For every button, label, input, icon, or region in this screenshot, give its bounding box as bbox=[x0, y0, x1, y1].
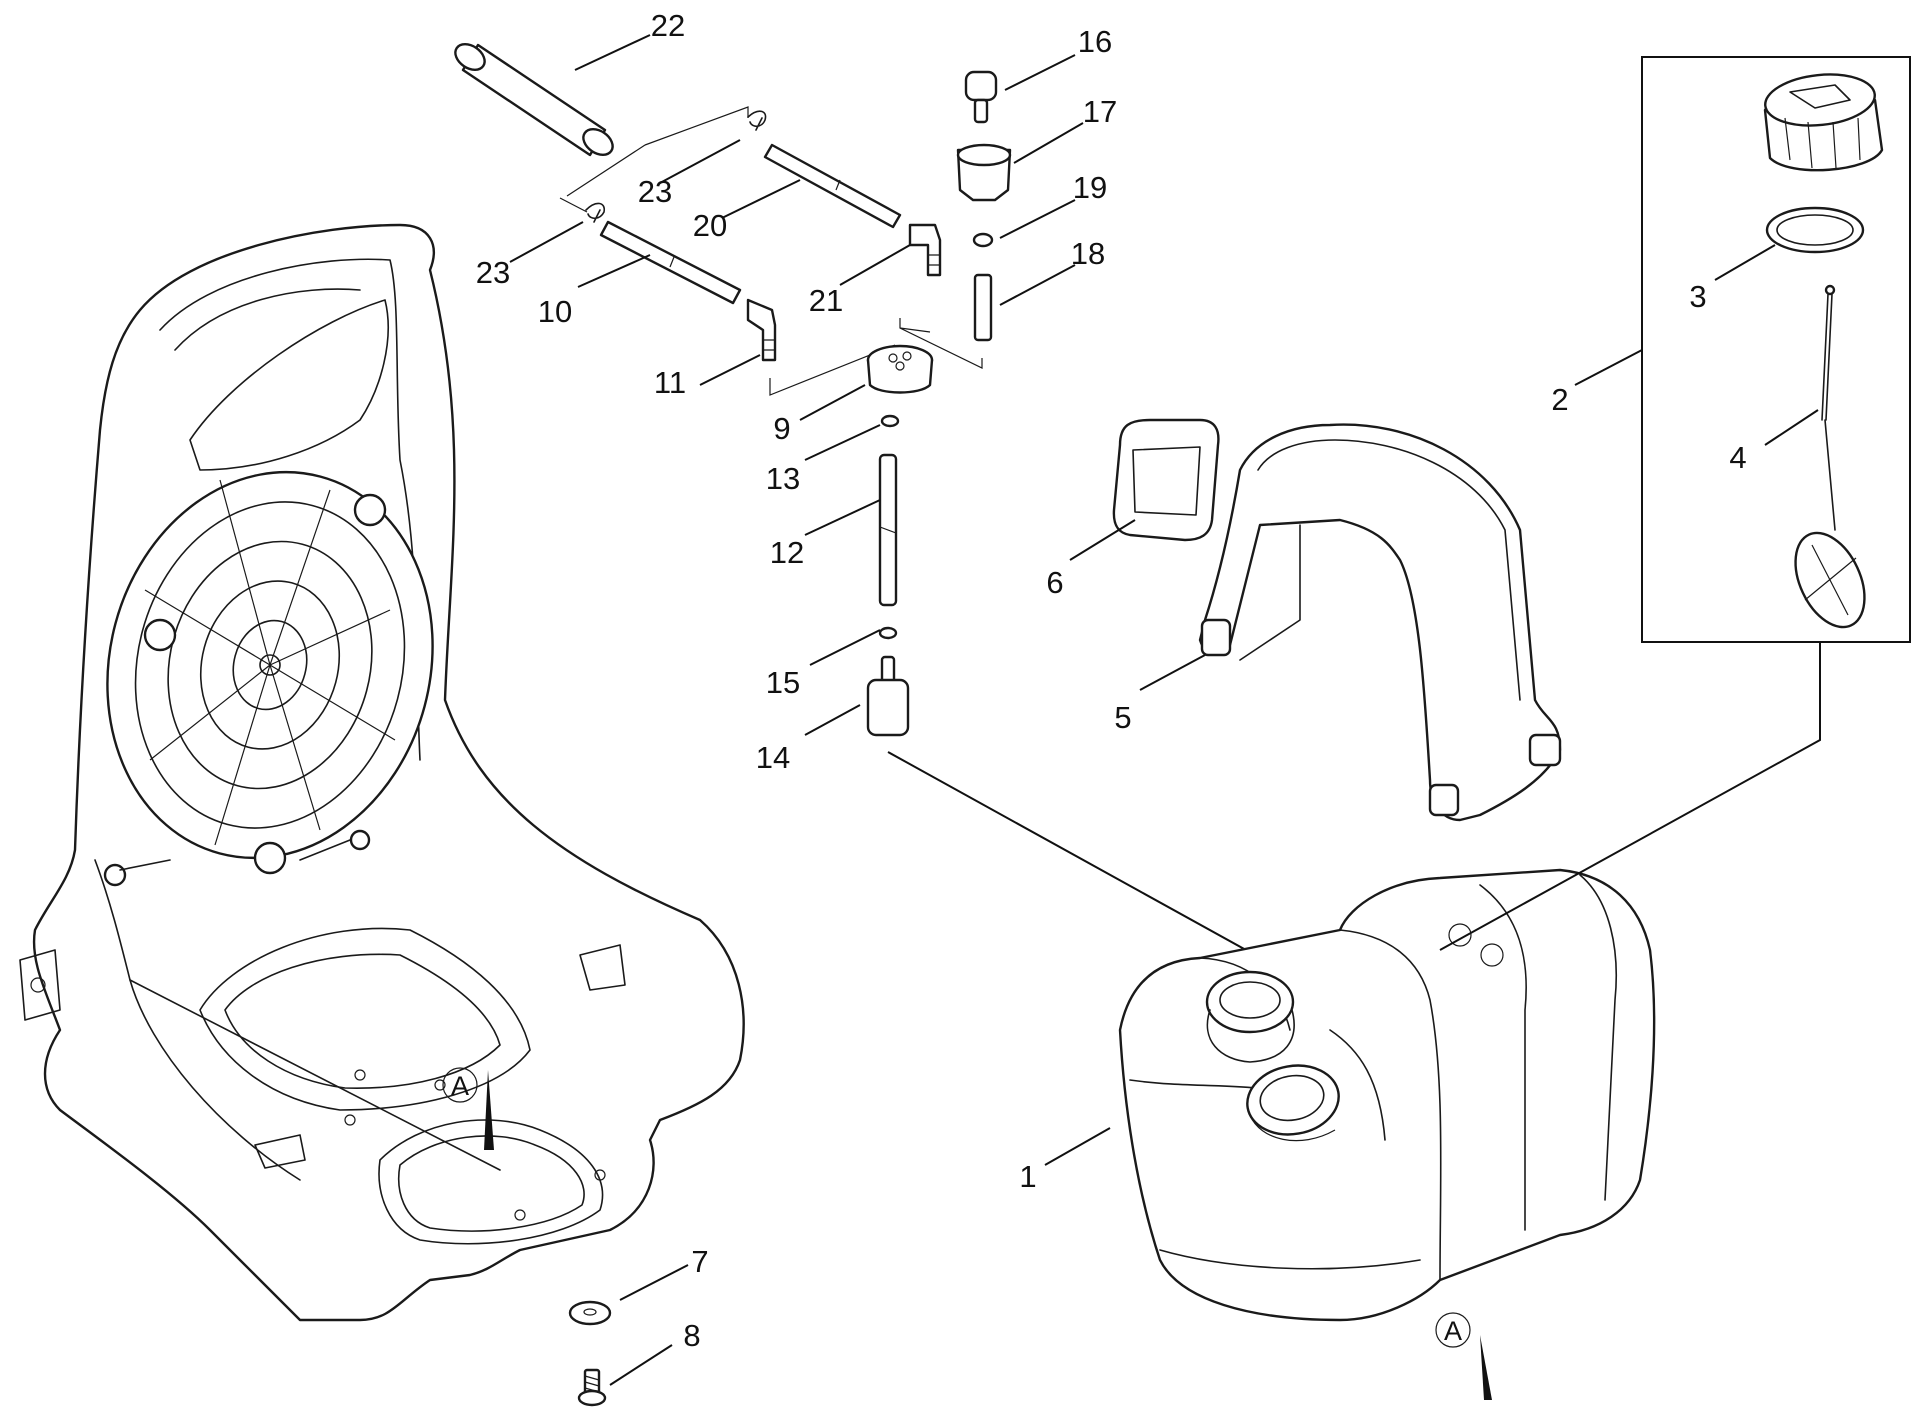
part-4-strainer bbox=[1794, 284, 1866, 629]
callout-19: 19 bbox=[1073, 170, 1107, 205]
part-9-grommet bbox=[866, 344, 934, 394]
part-18-tube bbox=[973, 273, 993, 342]
part-7-washer bbox=[568, 1300, 612, 1326]
part-17-fitting bbox=[956, 143, 1012, 202]
callout-17: 17 bbox=[1083, 94, 1117, 129]
part-8-bolt bbox=[577, 1368, 607, 1407]
callout-2: 2 bbox=[1551, 382, 1568, 417]
leader-lines bbox=[509, 34, 1819, 1386]
callout-11: 11 bbox=[654, 365, 686, 400]
part-5-bracket bbox=[1198, 423, 1562, 822]
part-23-clamp-upper bbox=[747, 110, 767, 131]
callout-6: 6 bbox=[1046, 565, 1063, 600]
callout-18: 18 bbox=[1071, 236, 1105, 271]
callout-10: 10 bbox=[538, 294, 572, 329]
part-2-fuel-cap bbox=[1763, 73, 1884, 172]
backpack-frame: A bbox=[19, 223, 745, 1322]
cap-assembly-box bbox=[1641, 56, 1911, 643]
part-11-elbow bbox=[746, 298, 777, 362]
callout-9: 9 bbox=[773, 411, 790, 446]
callout-20: 20 bbox=[693, 208, 727, 243]
view-marker-a-frame: A bbox=[442, 1067, 494, 1150]
callout-14: 14 bbox=[756, 740, 790, 775]
part-14-filter bbox=[866, 655, 910, 737]
callout-13: 13 bbox=[766, 461, 800, 496]
callout-12: 12 bbox=[770, 535, 804, 570]
callout-7: 7 bbox=[691, 1244, 708, 1279]
view-marker-a-tank: A bbox=[1435, 1312, 1492, 1400]
callout-23-lower: 23 bbox=[476, 255, 510, 290]
part-20-hose bbox=[763, 143, 902, 229]
part-16-cap bbox=[964, 70, 998, 124]
callout-1: 1 bbox=[1019, 1159, 1036, 1194]
part-10-hose bbox=[599, 220, 742, 305]
part-23-clamp-lower bbox=[585, 202, 606, 223]
view-marker-label: A bbox=[1444, 1316, 1462, 1346]
part-13-clip bbox=[880, 414, 900, 428]
part-22-tube bbox=[454, 43, 614, 157]
callout-3: 3 bbox=[1689, 279, 1706, 314]
part-1-fuel-tank bbox=[1118, 868, 1656, 1322]
callout-4: 4 bbox=[1729, 440, 1746, 475]
part-21-elbow bbox=[908, 223, 942, 277]
callout-15: 15 bbox=[766, 665, 800, 700]
callout-16: 16 bbox=[1078, 24, 1112, 59]
callout-22: 22 bbox=[651, 8, 685, 43]
part-15-clip bbox=[878, 626, 898, 640]
part-12-hose bbox=[878, 453, 898, 607]
part-6-grommet bbox=[1112, 418, 1220, 542]
callout-labels: 22 16 17 19 18 23 23 20 10 21 11 9 13 12… bbox=[476, 8, 1747, 1353]
callout-5: 5 bbox=[1114, 700, 1131, 735]
callout-23-upper: 23 bbox=[638, 174, 672, 209]
callout-21: 21 bbox=[809, 283, 843, 318]
callout-8: 8 bbox=[683, 1318, 700, 1353]
fan-guard bbox=[103, 470, 434, 887]
part-19-oring bbox=[972, 232, 994, 248]
view-marker-label: A bbox=[451, 1071, 469, 1101]
part-3-gasket bbox=[1765, 206, 1865, 254]
